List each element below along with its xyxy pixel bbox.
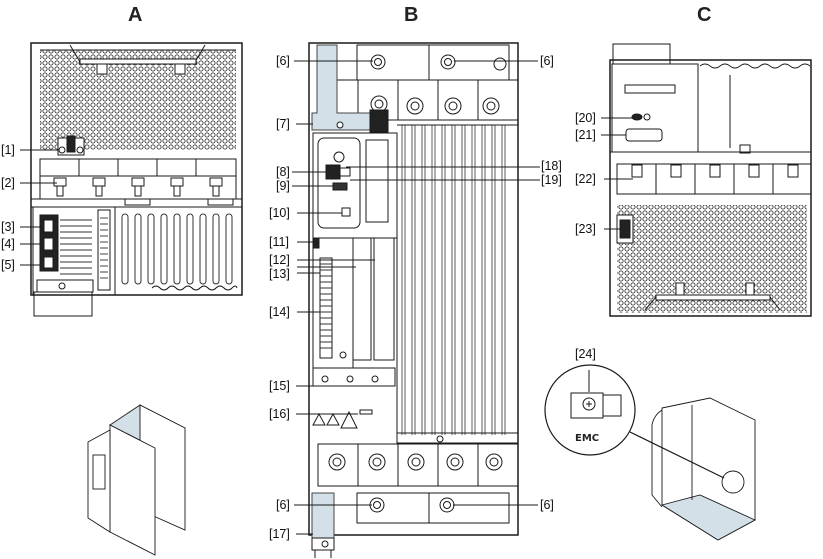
callout-13: [13] [269, 267, 290, 281]
callout-23: [23] [575, 222, 596, 236]
callout-8: [8] [276, 165, 290, 179]
callout-4: [4] [1, 237, 15, 251]
callout-10: [10] [269, 206, 290, 220]
view-b-drawing [308, 42, 519, 558]
callout-17: [17] [269, 527, 290, 541]
leader-lines [20, 60, 633, 535]
callout-14: [14] [269, 305, 290, 319]
callout-1: [1] [1, 143, 15, 157]
view-title-a: A [128, 4, 143, 26]
callout-22: [22] [575, 172, 596, 186]
emc-label: EMC [575, 433, 600, 444]
view-a-isometric [87, 404, 186, 556]
callout-7: [7] [276, 117, 290, 131]
callout-18: [18] [541, 159, 562, 173]
callout-6-top-right: [6] [540, 54, 554, 68]
callout-20: [20] [575, 111, 596, 125]
view-a-drawing [30, 42, 243, 317]
callout-3: [3] [1, 220, 15, 234]
emc-detail [544, 364, 725, 479]
callout-11: [11] [269, 235, 289, 249]
view-title-c: C [697, 4, 712, 26]
callout-24: [24] [575, 347, 596, 361]
callout-15: [15] [269, 379, 290, 393]
callout-6-bottom-right: [6] [540, 498, 554, 512]
callout-16: [16] [269, 407, 290, 421]
view-c-isometric [651, 397, 757, 541]
view-title-b: B [404, 4, 419, 26]
callout-6-top-left: [6] [276, 54, 290, 68]
callout-12: [12] [269, 253, 290, 267]
callout-21: [21] [575, 128, 596, 142]
view-c-drawing [609, 43, 812, 317]
callout-2: [2] [1, 176, 15, 190]
callout-19: [19] [541, 173, 562, 187]
callout-5: [5] [1, 258, 15, 272]
callout-6-bottom-left: [6] [276, 498, 290, 512]
callout-9: [9] [276, 179, 290, 193]
